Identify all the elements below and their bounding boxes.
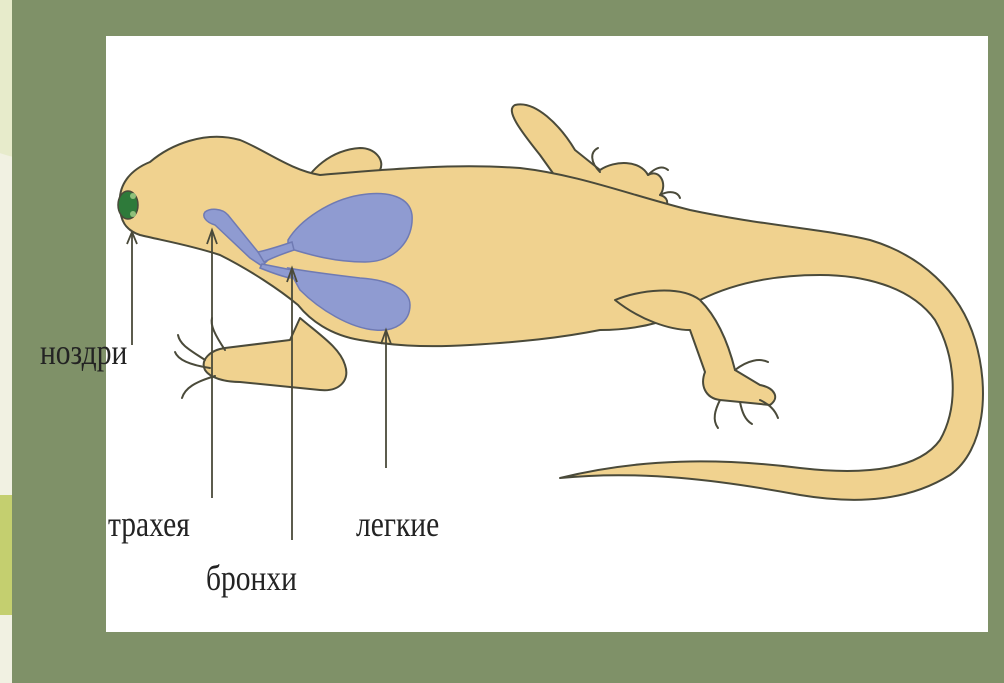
label-trachea: трахея	[108, 506, 190, 542]
lizard-body	[120, 137, 983, 500]
lower-hind-leg	[615, 291, 775, 405]
nostril-icon	[118, 191, 138, 219]
label-lungs: легкие	[356, 506, 439, 542]
label-bronchi: бронхи	[206, 560, 297, 596]
label-nostrils: ноздри	[40, 334, 127, 370]
